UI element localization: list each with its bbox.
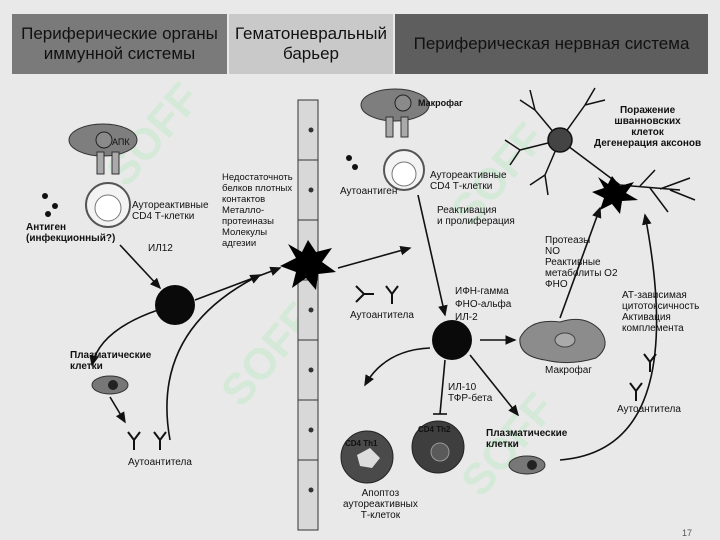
label-apc: АПК	[112, 137, 130, 147]
label-damage: Поражение шванновских клеток Дегенерация…	[594, 105, 702, 149]
label-plasma-right: Плазматические клетки	[486, 428, 568, 450]
axon-damage-burst	[592, 176, 638, 214]
label-barrier-notes: Недостаточноть белков плотных контактов …	[222, 172, 293, 249]
label-proteases: Протеазы NO Реактивные метаболиты O2 ФНО	[545, 235, 618, 290]
apc-cell	[68, 123, 138, 175]
activated-t-cell-left	[155, 285, 195, 325]
plasma-cell-left	[91, 375, 129, 395]
label-at-dependent: АТ-зависимая цитотоксичность Активация к…	[622, 290, 700, 334]
autoantigen-dot	[346, 155, 352, 161]
header-peripheral-immune: Периферические органы иммунной системы	[12, 14, 227, 74]
header-barrier: Гематоневральный барьер	[229, 14, 393, 74]
label-autoantibodies-mid: Аутоантитела	[350, 310, 414, 321]
barrier-wall	[297, 99, 319, 531]
label-macrophage-right: Макрофаг	[545, 365, 592, 376]
antibody-icon	[127, 431, 167, 450]
neuron-icon	[504, 87, 696, 213]
label-cytokines: ИФН-гамма ФНО-альфа ИЛ-2	[455, 286, 512, 323]
label-apoptosis: Апоптоз аутореактивных Т-клеток	[343, 488, 418, 521]
macrophage-top	[360, 88, 430, 138]
label-macrophage-top: Макрофаг	[418, 98, 463, 108]
label-autoantibodies-left: Аутоантитела	[128, 457, 192, 468]
label-il12: ИЛ12	[148, 243, 173, 254]
antibody-icon	[355, 285, 399, 304]
cd4-t-cell-left	[85, 182, 131, 228]
label-reactivation: Реактивация и пролиферация	[437, 205, 515, 227]
label-autoreactive-cd4-left: Аутореактивные CD4 Т-клетки	[132, 200, 209, 222]
autoantigen-dot	[352, 164, 358, 170]
barrier-breach-burst	[280, 240, 336, 290]
page-number: 17	[682, 528, 693, 538]
pathway-arrows	[89, 194, 658, 461]
cd4-t-cell-right	[383, 149, 425, 191]
antibody-icon	[629, 353, 657, 401]
macrophage-right	[519, 318, 606, 364]
label-cd4-th1: CD4 Th1	[345, 439, 378, 448]
label-autoantibodies-right: Аутоантитела	[617, 404, 681, 415]
label-il10: ИЛ-10 ТФР-бета	[448, 382, 493, 404]
label-antigen: Антиген (инфекционный?)	[26, 222, 116, 244]
label-autoreactive-cd4-right: Аутореактивные CD4 Т-клетки	[430, 170, 507, 192]
label-autoantigen: Аутоантиген	[340, 186, 398, 197]
cd4-th1-cell	[340, 430, 394, 484]
cd4-th2-cell	[411, 420, 465, 474]
plasma-cell-right	[508, 455, 546, 475]
label-plasma-left: Плазматические клетки	[70, 350, 152, 372]
inhibition-line	[439, 359, 446, 415]
activated-t-cell-right	[432, 320, 472, 360]
label-cd4-th2: CD4 Th2	[418, 425, 451, 434]
antigen-dot	[42, 193, 48, 199]
antigen-dot	[52, 203, 58, 209]
header-peripheral-nervous: Периферическая нервная система	[395, 14, 708, 74]
antigen-dot	[45, 211, 51, 217]
